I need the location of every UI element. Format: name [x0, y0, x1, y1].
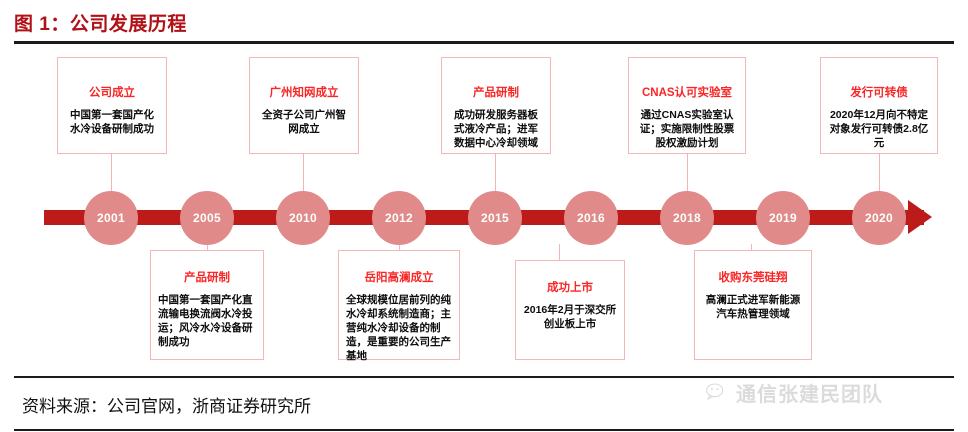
footer-divider-top [14, 376, 954, 378]
timeline-node-2001[interactable]: 2001 [84, 191, 138, 245]
node-year-label: 2010 [289, 211, 317, 225]
milestone-body: 中国第一套国产化水冷设备研制成功 [70, 109, 154, 135]
milestone-title: 成功上市 [547, 282, 593, 294]
wechat-icon [706, 382, 724, 400]
milestone-card-2019[interactable]: 收购东莞硅翔 高澜正式进军新能源汽车热管理领域 [694, 250, 812, 360]
node-year-label: 2001 [97, 211, 125, 225]
milestone-card-2005[interactable]: 产品研制 中国第一套国产化直流输电换流阀水冷投运；风冷水冷设备研制成功 [150, 250, 264, 360]
node-year-label: 2016 [577, 211, 605, 225]
connector-2001 [111, 154, 112, 192]
timeline-node-2020[interactable]: 2020 [852, 191, 906, 245]
watermark: 通信张建民团队 [706, 378, 883, 407]
milestone-body: 全资子公司广州智网成立 [262, 109, 346, 135]
source-note: 资料来源：公司官网，浙商证券研究所 [22, 397, 311, 416]
milestone-title: 产品研制 [473, 87, 519, 99]
node-year-label: 2012 [385, 211, 413, 225]
figure-header: 图 1：公司发展历程 [0, 0, 968, 46]
milestone-title: 广州知网成立 [269, 87, 339, 99]
timeline-node-2018[interactable]: 2018 [660, 191, 714, 245]
footer-divider-bottom [14, 429, 954, 431]
milestone-card-2020[interactable]: 发行可转债 2020年12月向不特定对象发行可转债2.8亿元 [820, 57, 938, 154]
node-year-label: 2019 [769, 211, 797, 225]
timeline-node-2016[interactable]: 2016 [564, 191, 618, 245]
milestone-body: 通过CNAS实验室认证；实施限制性股票股权激励计划 [639, 109, 735, 149]
timeline-node-2005[interactable]: 2005 [180, 191, 234, 245]
milestone-card-2012[interactable]: 岳阳高澜成立 全球规模位居前列的纯水冷却系统制造商；主营纯水冷却设备的制造，是重… [338, 250, 460, 362]
node-year-label: 2005 [193, 211, 221, 225]
milestone-title: 收购东莞硅翔 [718, 272, 788, 284]
milestone-card-2010[interactable]: 广州知网成立 全资子公司广州智网成立 [249, 57, 359, 154]
timeline-node-2012[interactable]: 2012 [372, 191, 426, 245]
page-title: 图 1：公司发展历程 [14, 14, 187, 35]
milestone-title: 岳阳高澜成立 [364, 272, 434, 284]
node-year-label: 2018 [673, 211, 701, 225]
milestone-title: CNAS认可实验室 [641, 87, 733, 99]
milestone-body: 成功研发服务器板式液冷产品；进军数据中心冷却领域 [454, 109, 538, 149]
timeline-node-2019[interactable]: 2019 [756, 191, 810, 245]
milestone-card-2015[interactable]: 产品研制 成功研发服务器板式液冷产品；进军数据中心冷却领域 [441, 57, 551, 154]
timeline-arrow-icon [908, 200, 932, 234]
timeline-node-2010[interactable]: 2010 [276, 191, 330, 245]
milestone-title: 产品研制 [184, 272, 230, 284]
node-year-label: 2015 [481, 211, 509, 225]
milestone-body: 全球规模位居前列的纯水冷却系统制造商；主营纯水冷却设备的制造，是重要的公司生产基… [346, 294, 451, 362]
title-divider [14, 41, 954, 44]
timeline-diagram: 2001 2005 2010 2012 2015 2016 2018 2019 … [0, 46, 968, 376]
milestone-title: 发行可转债 [850, 87, 908, 99]
milestone-card-2018[interactable]: CNAS认可实验室 通过CNAS实验室认证；实施限制性股票股权激励计划 [628, 57, 746, 154]
node-year-label: 2020 [865, 211, 893, 225]
milestone-body: 高澜正式进军新能源汽车热管理领域 [705, 294, 801, 320]
milestone-title: 公司成立 [89, 87, 135, 99]
connector-2015 [495, 154, 496, 192]
milestone-body: 中国第一套国产化直流输电换流阀水冷投运；风冷水冷设备研制成功 [158, 294, 253, 348]
milestone-card-2016[interactable]: 成功上市 2016年2月于深交所创业板上市 [515, 260, 625, 360]
connector-2018 [687, 154, 688, 192]
connector-2020 [879, 154, 880, 192]
milestone-body: 2020年12月向不特定对象发行可转债2.8亿元 [829, 109, 929, 149]
timeline-node-2015[interactable]: 2015 [468, 191, 522, 245]
watermark-text: 通信张建民团队 [736, 384, 883, 406]
milestone-card-2001[interactable]: 公司成立 中国第一套国产化水冷设备研制成功 [57, 57, 167, 154]
connector-2010 [303, 154, 304, 192]
milestone-body: 2016年2月于深交所创业板上市 [523, 304, 617, 330]
figure-footer: 资料来源：公司官网，浙商证券研究所 通信张建民团队 [0, 376, 968, 432]
